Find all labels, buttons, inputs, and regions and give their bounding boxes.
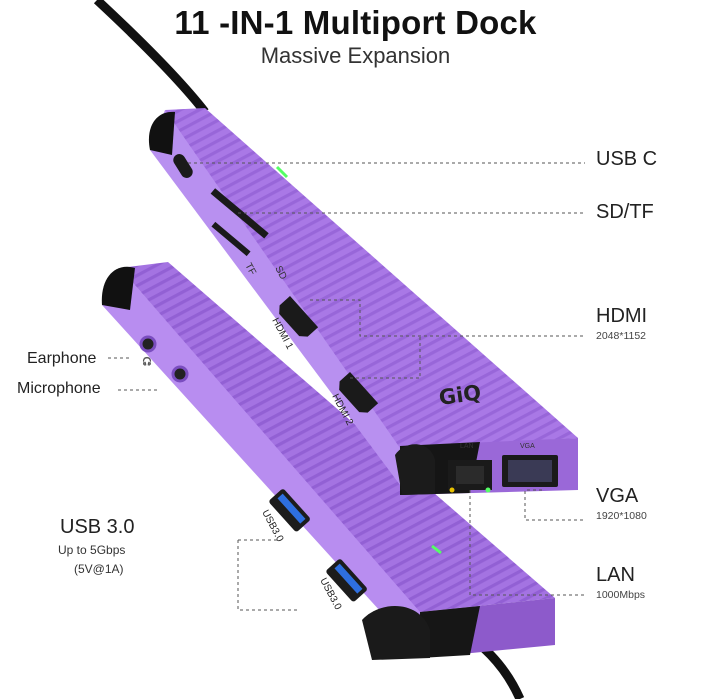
top-dock: TF SD HDMI 1 HDMI 2 GiQ LAN VGA: [148, 108, 578, 495]
usb-c-label: USB C: [596, 148, 658, 170]
vga-port-label: VGA: [520, 443, 535, 450]
page-subtitle: Massive Expansion: [260, 43, 451, 68]
earphone-label: Earphone: [27, 350, 97, 367]
svg-text:🎧: 🎧: [142, 356, 152, 366]
hdmi-label: HDMI: [596, 305, 648, 327]
hdmi-port-2-icon: [339, 372, 379, 413]
usb3-speed: Up to 5Gbps: [58, 543, 126, 557]
tf-slot-icon: [211, 221, 251, 257]
lan-port-icon: [448, 460, 492, 493]
vga-detail: 1920*1080: [596, 510, 647, 522]
microphone-label: Microphone: [17, 380, 101, 397]
sd-tf-label: SD/TF: [596, 201, 654, 223]
usb3-port-a-icon: [269, 489, 310, 532]
vga-port-icon: [502, 455, 558, 487]
bottom-dock: 🎧 USB3.0 USB3.0: [101, 262, 555, 660]
lan-port-label: LAN: [460, 443, 474, 450]
brand-logo: GiQ: [437, 380, 482, 410]
microphone-jack-icon: [171, 365, 189, 383]
status-led-top: [275, 165, 289, 179]
hdmi-port-1-icon: [279, 296, 319, 337]
earphone-jack-icon: [139, 335, 157, 353]
usb-c-port-icon: [173, 154, 193, 178]
usb3-power: (5V@1A): [74, 562, 124, 576]
usb3-port-b-icon: [326, 559, 367, 602]
page-title: 11 -IN-1 Multiport Dock: [174, 4, 537, 41]
hdmi-detail: 2048*1152: [596, 330, 647, 342]
callout-lines: [108, 162, 585, 611]
tf-slot-label: TF: [242, 261, 257, 277]
top-cable: [93, 0, 209, 115]
status-led-bottom: [431, 544, 442, 555]
usb3-label: USB 3.0: [60, 516, 135, 538]
lan-label: LAN: [596, 564, 635, 586]
vga-label: VGA: [596, 485, 639, 507]
lan-detail: 1000Mbps: [596, 589, 646, 601]
